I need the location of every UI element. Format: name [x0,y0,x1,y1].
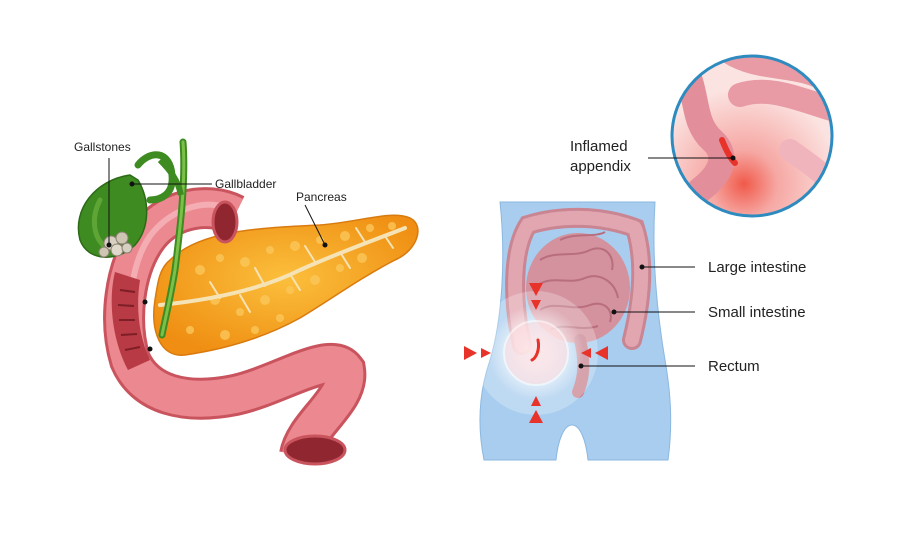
label-pancreas: Pancreas [296,190,347,204]
zoom-inset [670,54,834,218]
label-inflamed-line1: Inflamed [570,138,628,155]
label-inflamed-line2: appendix [570,158,631,175]
label-large-intestine: Large intestine [708,259,806,276]
label-gallbladder: Gallbladder [215,177,276,191]
pain-arrows [464,283,608,423]
right-diagram: Inflamed appendix Large intestine Small … [464,54,834,461]
gallbladder [77,138,188,339]
label-rectum: Rectum [708,358,760,375]
label-gallstones: Gallstones [74,140,131,154]
pancreas [153,214,419,356]
left-diagram: Gallstones Gallbladder Pancreas [74,138,419,466]
label-small-intestine: Small intestine [708,304,806,321]
duodenum [103,187,367,466]
